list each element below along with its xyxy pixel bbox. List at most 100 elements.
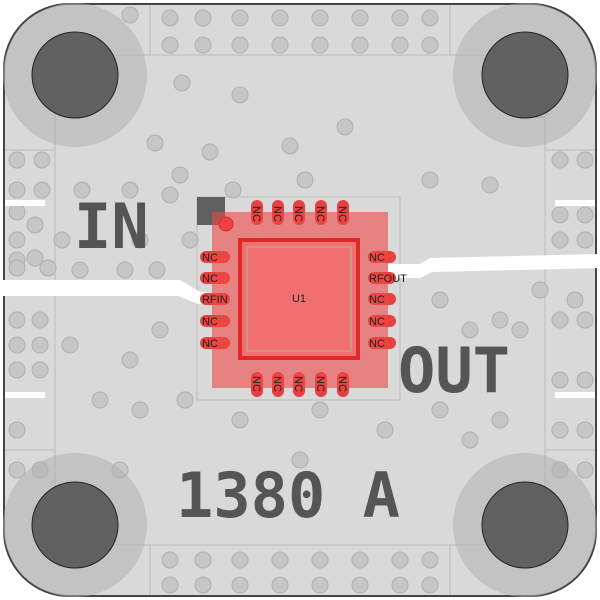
- pin-label-top: NC: [250, 206, 262, 222]
- via: [271, 576, 289, 594]
- via: [576, 151, 594, 169]
- via: [551, 231, 569, 249]
- via: [351, 576, 369, 594]
- via: [351, 36, 369, 54]
- via: [91, 391, 109, 409]
- via: [161, 186, 179, 204]
- mounting-hole-bl: [3, 453, 147, 597]
- via: [576, 461, 594, 479]
- via: [116, 261, 134, 279]
- pin-label-left: RFIN: [202, 294, 228, 306]
- via: [26, 216, 44, 234]
- pin-label-bottom: NC: [250, 376, 262, 392]
- via: [311, 401, 329, 419]
- pin-label-left: NC: [202, 252, 218, 264]
- via: [421, 9, 439, 27]
- via: [8, 259, 26, 277]
- via: [566, 291, 584, 309]
- via: [391, 9, 409, 27]
- via: [351, 551, 369, 569]
- via: [8, 336, 26, 354]
- via: [33, 151, 51, 169]
- via: [121, 181, 139, 199]
- pin-label-right: NC: [369, 294, 385, 306]
- mounting-hole-tl: [3, 3, 147, 147]
- via: [421, 576, 439, 594]
- via: [271, 36, 289, 54]
- via: [531, 281, 549, 299]
- via: [576, 206, 594, 224]
- pin-label-right: NC: [369, 316, 385, 328]
- via: [31, 361, 49, 379]
- rf-traces: [0, 200, 600, 398]
- via: [231, 36, 249, 54]
- via: [296, 171, 314, 189]
- pin-label-top: NC: [271, 206, 283, 222]
- pin-label-right: NC: [369, 252, 385, 264]
- via: [271, 551, 289, 569]
- via: [151, 321, 169, 339]
- via: [231, 576, 249, 594]
- pin1-dot: [218, 216, 234, 232]
- via: [131, 401, 149, 419]
- stub: [555, 392, 595, 398]
- via: [231, 551, 249, 569]
- via: [491, 411, 509, 429]
- via: [281, 137, 299, 155]
- via: [176, 391, 194, 409]
- via: [311, 36, 329, 54]
- via: [161, 576, 179, 594]
- part-marking: 1380 A: [176, 459, 400, 532]
- via: [461, 321, 479, 339]
- via: [131, 231, 149, 249]
- via: [491, 311, 509, 329]
- via: [194, 551, 212, 569]
- via: [576, 371, 594, 389]
- via: [551, 371, 569, 389]
- pin-label-left: NC: [202, 338, 218, 350]
- pin-label-left: NC: [202, 316, 218, 328]
- via-group: [8, 6, 594, 594]
- via: [421, 551, 439, 569]
- rfin-trace: [0, 280, 212, 304]
- via: [336, 118, 354, 136]
- via: [551, 311, 569, 329]
- via: [231, 9, 249, 27]
- mounting-hole-br: [453, 453, 597, 597]
- stub: [5, 200, 45, 206]
- via: [576, 231, 594, 249]
- via: [161, 36, 179, 54]
- via: [53, 231, 71, 249]
- pin-label-bottom: NC: [271, 376, 283, 392]
- via: [194, 9, 212, 27]
- via: [61, 336, 79, 354]
- via: [8, 181, 26, 199]
- via: [8, 361, 26, 379]
- via: [551, 151, 569, 169]
- via: [33, 181, 51, 199]
- via: [31, 311, 49, 329]
- via: [8, 311, 26, 329]
- via: [31, 336, 49, 354]
- via: [551, 421, 569, 439]
- via: [8, 421, 26, 439]
- via: [194, 36, 212, 54]
- via: [39, 259, 57, 277]
- pin-label-top: NC: [292, 206, 304, 222]
- via: [194, 576, 212, 594]
- mounting-holes: [3, 3, 597, 597]
- exposed-pad-outline: [246, 246, 352, 352]
- via: [461, 431, 479, 449]
- pin-label-bottom: NC: [292, 376, 304, 392]
- via: [161, 9, 179, 27]
- via: [71, 261, 89, 279]
- via: [26, 249, 44, 267]
- pin-label-right: NC: [369, 338, 385, 350]
- rfout-trace: [388, 254, 600, 278]
- via: [311, 551, 329, 569]
- via: [161, 551, 179, 569]
- via: [201, 143, 219, 161]
- pin-label-top: NC: [336, 206, 348, 222]
